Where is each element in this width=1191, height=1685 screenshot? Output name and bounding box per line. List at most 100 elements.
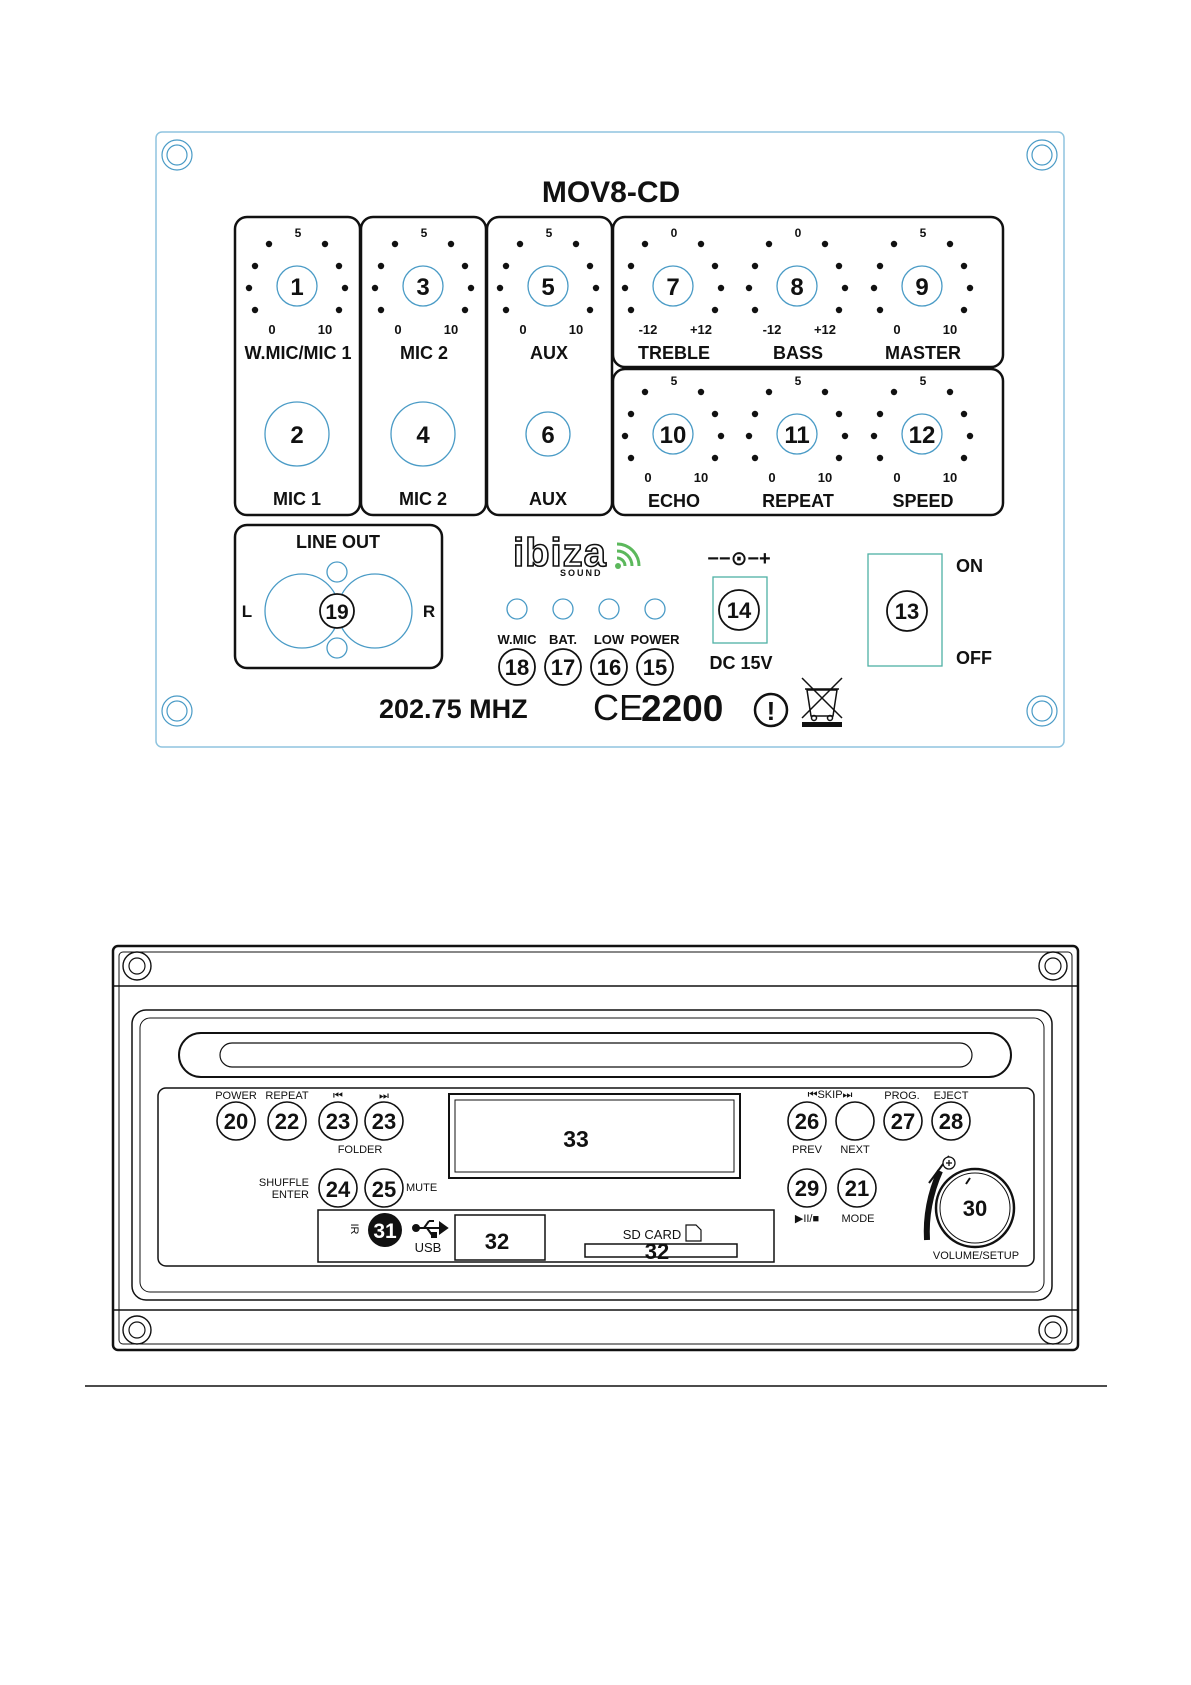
knob-12[interactable]: 12 [870,388,974,462]
cd-button-label: REPEAT [265,1090,308,1102]
cd-screw-bottom-right [1038,1315,1068,1345]
skip-label: ⏮SKIP⏭ [808,1089,853,1101]
next-button[interactable] [835,1101,875,1141]
knob-10[interactable]: 10 [621,388,725,462]
led-callout: 17 [551,655,575,680]
eject-label: EJECT [934,1090,969,1102]
cd-button-number: 22 [275,1109,299,1134]
scale-top: 5 [421,226,428,240]
jack-label: MIC 1 [273,489,321,509]
scale-max: +12 [814,322,836,337]
line-out-left-label: L [242,602,252,621]
power-switch[interactable] [867,553,943,667]
scale-min: -12 [639,322,658,337]
knob-3[interactable]: 3 [371,240,475,314]
line-out-right-label: R [423,602,435,621]
scale-max: 10 [943,470,957,485]
knob-number: 10 [660,422,687,449]
volume-knob[interactable]: 30 [923,1155,1016,1249]
knob-number: 12 [909,422,936,449]
callout-14-circle [718,589,760,631]
cd-unit [111,944,1080,1352]
ce-mark: CE [593,687,643,728]
cd-button-label: ⏭ [379,1090,389,1102]
knob-label: BASS [773,343,823,363]
input-jack-2[interactable]: 2 [264,401,330,467]
knob-1[interactable]: 1 [245,240,349,314]
knob-label: TREBLE [638,343,710,363]
scale-max: 10 [818,470,832,485]
cd-button-23[interactable]: 23 [318,1101,358,1141]
led-label: POWER [630,632,680,647]
cd-button-20[interactable]: 20 [216,1101,256,1141]
cd-button-23[interactable]: 23 [364,1101,404,1141]
effect-box [611,367,1005,517]
led-callout: 15 [643,655,667,680]
knob-label: ECHO [648,491,700,511]
mode-button[interactable]: 21 [837,1168,877,1208]
dc-polarity-symbol: −−⊙−+ [707,548,770,570]
play-pause-button[interactable]: 29 [787,1168,827,1208]
knob-label: W.MIC/MIC 1 [245,343,352,363]
led-0 [506,598,528,620]
scale-min: 0 [893,470,900,485]
knob-5[interactable]: 5 [496,240,600,314]
cd-screw-bottom-left [122,1315,152,1345]
cd-button-22[interactable]: 22 [267,1101,307,1141]
channel-box-mic1 [233,215,362,517]
jack-label: MIC 2 [399,489,447,509]
tone-box [611,215,1005,369]
scale-min: 0 [394,322,401,337]
sd-callout-32: 32 [645,1239,669,1264]
led-3 [644,598,666,620]
knob-9[interactable]: 9 [870,240,974,314]
channel-box-mic2 [359,215,488,517]
knob-number: 9 [915,274,928,301]
sd-card-slot[interactable] [584,1243,738,1258]
callout-14: 14 [727,598,752,623]
led-2 [598,598,620,620]
model-title: MOV8-CD [542,176,680,209]
scale-max: 10 [569,322,583,337]
alert-icon: ! [753,692,789,728]
input-jack-6[interactable]: 6 [525,411,571,457]
channel-box-aux [485,215,614,517]
shuffle-enter-button[interactable]: 24 [318,1168,358,1208]
disc-slot[interactable] [178,1032,1012,1078]
knob-number: 3 [416,274,429,301]
scale-min: 0 [768,470,775,485]
jack-number: 4 [416,422,430,449]
ir-label: IR [348,1224,360,1235]
led-callout-circle [498,648,536,686]
enter-label: ENTER [272,1189,309,1201]
ce-number: 2200 [641,688,723,729]
scale-max: 10 [943,322,957,337]
usb-label: USB [415,1240,442,1255]
callout-29: 29 [795,1176,819,1201]
led-callout-circle [544,648,582,686]
callout-25: 25 [372,1177,396,1202]
input-jack-4[interactable]: 4 [390,401,456,467]
eject-button[interactable]: 28 [931,1101,971,1141]
prog-button[interactable]: 27 [883,1101,923,1141]
dc-label: DC 15V [709,653,772,673]
scale-min: 0 [268,322,275,337]
mute-button[interactable]: 25 [364,1168,404,1208]
knob-7[interactable]: 7 [621,240,725,314]
dc-jack[interactable] [712,576,768,644]
prev-button[interactable]: 26 [787,1101,827,1141]
dc-input-section: −−⊙−+ 14 DC 15V [707,548,772,673]
knob-11[interactable]: 11 [745,388,849,462]
knob-8[interactable]: 8 [745,240,849,314]
shuffle-label: SHUFFLE [259,1177,309,1189]
volume-setup-label: VOLUME/SETUP [933,1250,1019,1262]
jack-number: 2 [290,422,303,449]
usb-port[interactable] [454,1214,546,1261]
led-label: W.MIC [498,632,538,647]
callout-30: 30 [963,1196,987,1221]
usb-callout-32: 32 [485,1229,509,1254]
